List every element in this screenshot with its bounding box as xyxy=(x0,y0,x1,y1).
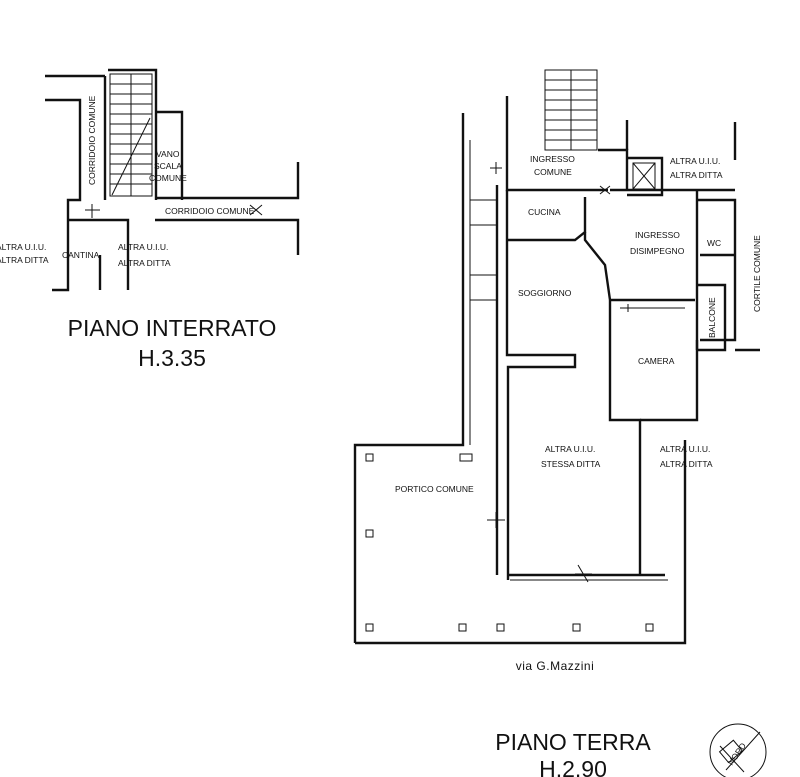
cucina-label: CUCINA xyxy=(528,207,561,217)
street-label: via G.Mazzini xyxy=(516,659,595,673)
portico-pillars xyxy=(365,453,654,632)
ground-stairs xyxy=(544,69,598,151)
ground-height: H.2.90 xyxy=(539,756,607,777)
stessa-ditta-label-1: ALTRA U.I.U. xyxy=(545,444,595,454)
ingresso-disimpegno-label-2: DISIMPEGNO xyxy=(630,246,685,256)
basement-plan: CORRIDOIO COMUNE VANO SCALA COMUNE CORRI… xyxy=(0,68,300,371)
basement-altra-left-label-1: ALTRA U.I.U. xyxy=(0,242,46,252)
ground-plan: INGRESSO COMUNE ALTRA U.I.U. ALTRA DITTA… xyxy=(353,69,762,777)
altra-top-label-2: ALTRA DITTA xyxy=(670,170,723,180)
ingresso-comune-label-1: INGRESSO xyxy=(530,154,575,164)
basement-altra-right-label-1: ALTRA U.I.U. xyxy=(118,242,168,252)
ingresso-comune-label-2: COMUNE xyxy=(534,167,572,177)
basement-altra-left-label-2: ALTRA DITTA xyxy=(0,255,49,265)
balcone-label: BALCONE xyxy=(707,297,717,338)
basement-vano-scala-label-3: COMUNE xyxy=(149,173,187,183)
camera-label: CAMERA xyxy=(638,356,675,366)
soggiorno-label: SOGGIORNO xyxy=(518,288,572,298)
north-label: NORD xyxy=(725,741,748,767)
cortile-comune-label: CORTILE COMUNE xyxy=(752,235,762,312)
basement-title: PIANO INTERRATO xyxy=(68,315,277,341)
basement-stairs xyxy=(109,73,153,197)
north-arrow-icon: NORD xyxy=(709,723,767,777)
ground-title: PIANO TERRA xyxy=(495,729,651,755)
ingresso-disimpegno-label-1: INGRESSO xyxy=(635,230,680,240)
stessa-ditta-label-2: STESSA DITTA xyxy=(541,459,601,469)
cantina-label: CANTINA xyxy=(62,250,100,260)
wc-label: WC xyxy=(707,238,721,248)
altra-right-label-1: ALTRA U.I.U. xyxy=(660,444,710,454)
basement-height: H.3.35 xyxy=(138,345,206,371)
basement-corridor-vertical-label: CORRIDOIO COMUNE xyxy=(87,95,97,185)
basement-altra-right-label-2: ALTRA DITTA xyxy=(118,258,171,268)
basement-vano-scala-label-1: VANO xyxy=(156,149,180,159)
basement-vano-scala-label-2: SCALA xyxy=(154,161,182,171)
basement-corridor-label: CORRIDOIO COMUNE xyxy=(165,206,255,216)
altra-top-label-1: ALTRA U.I.U. xyxy=(670,156,720,166)
altra-right-label-2: ALTRA DITTA xyxy=(660,459,713,469)
portico-comune-label: PORTICO COMUNE xyxy=(395,484,474,494)
